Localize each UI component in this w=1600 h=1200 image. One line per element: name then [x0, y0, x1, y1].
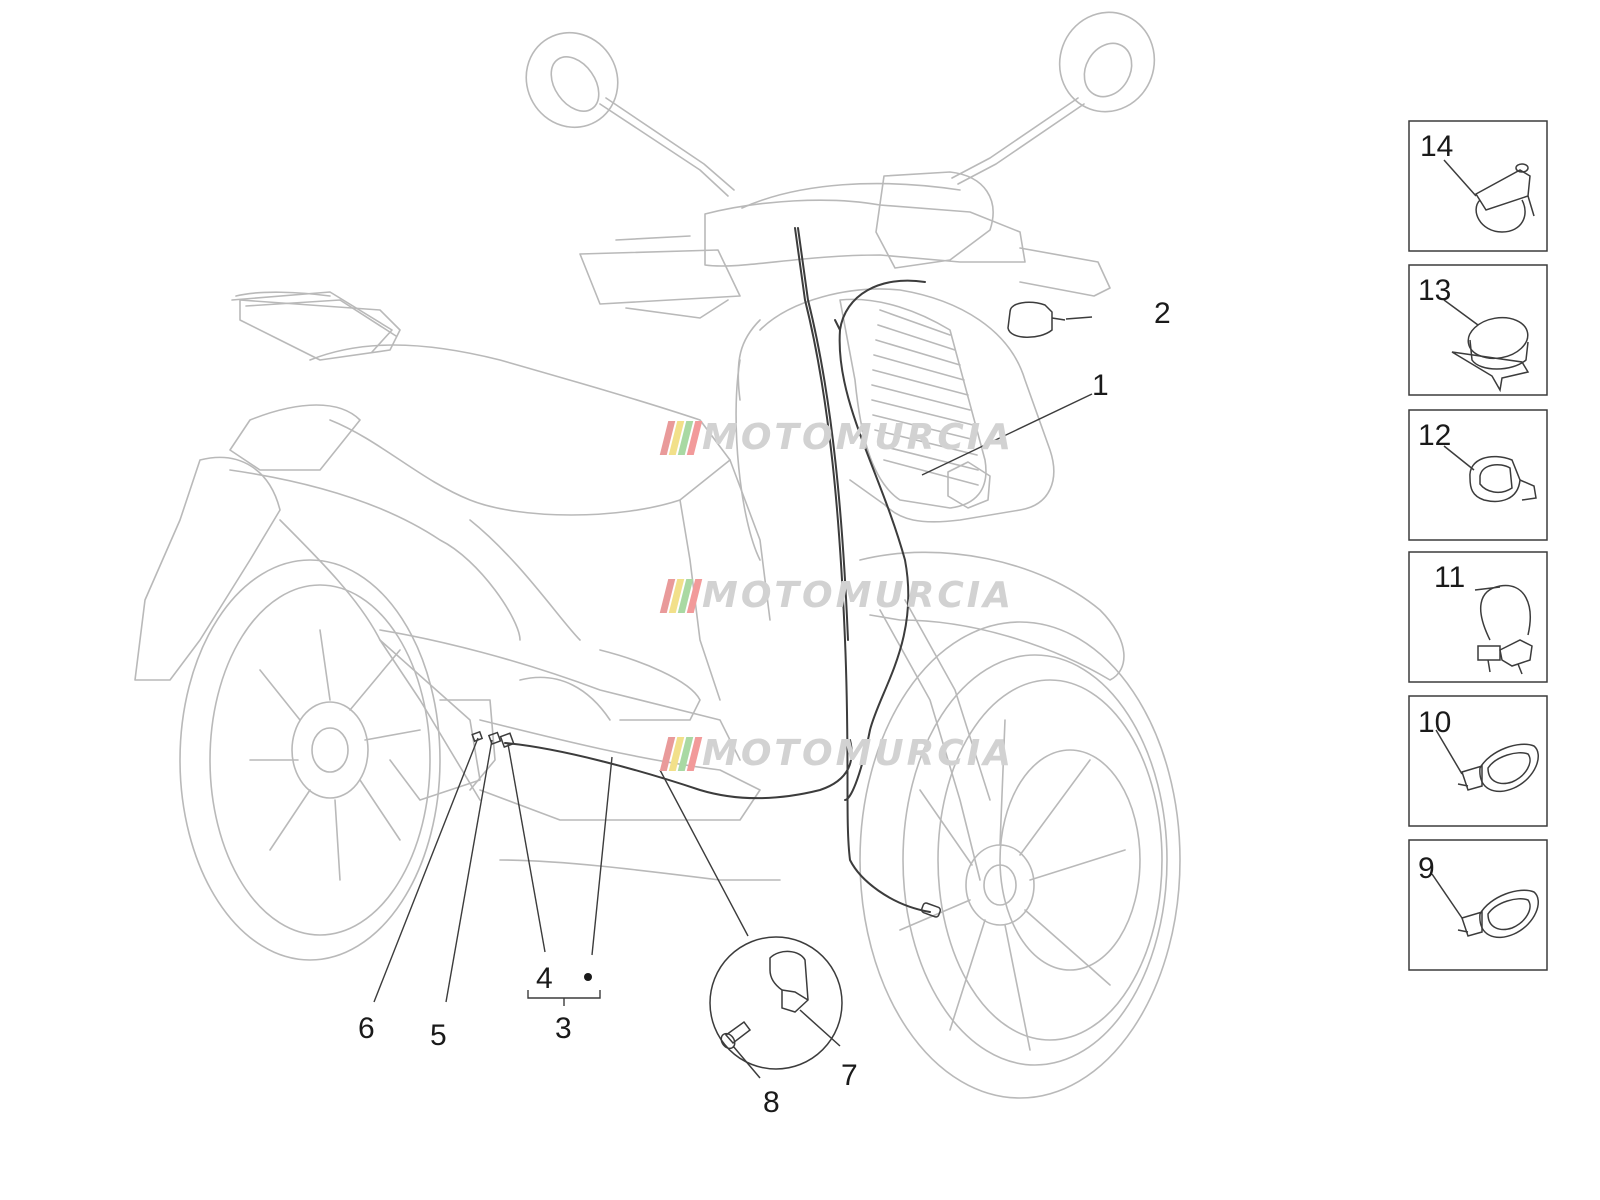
front-shield	[735, 288, 1055, 561]
callout-13: 13	[1418, 274, 1451, 307]
callout-8: 8	[763, 1086, 780, 1119]
callout-1: 1	[1092, 369, 1109, 402]
callout-dot	[584, 973, 592, 981]
rear-rack	[231, 291, 397, 353]
detail-circle	[709, 936, 843, 1079]
watermark-text: MOTOMURCIA	[702, 575, 1015, 616]
part-13-ring	[1451, 316, 1530, 393]
watermark-logo-stripes	[659, 737, 703, 771]
speedometer-cable	[794, 227, 931, 913]
rear-wheel	[179, 559, 496, 961]
callout-4: 4	[536, 962, 553, 995]
watermark-text: MOTOMURCIA	[702, 733, 1015, 774]
callout-11: 11	[1434, 561, 1465, 594]
watermark-1: MOTOMURCIA	[659, 417, 1015, 458]
watermark-logo-stripes	[659, 579, 703, 613]
part-8-bolt	[724, 1020, 752, 1045]
watermark-2: MOTOMURCIA	[659, 575, 1015, 616]
legend-box-12	[1408, 409, 1548, 541]
legend-box-9	[1408, 839, 1548, 971]
front-wheel	[859, 621, 1181, 1099]
legend-box-14	[1408, 120, 1548, 252]
part-10-band	[1457, 743, 1539, 793]
legend-box-13	[1408, 264, 1548, 396]
front-fender	[859, 551, 1125, 881]
handlebar	[579, 171, 1111, 319]
cable-end-parts	[471, 730, 515, 748]
callout-6: 6	[358, 1012, 375, 1045]
callout-9: 9	[1418, 852, 1435, 885]
part-7-bracket	[769, 950, 809, 1013]
cables	[504, 227, 931, 913]
legend-box-10	[1408, 695, 1548, 827]
part-2-clip	[1007, 301, 1066, 338]
watermark-text: MOTOMURCIA	[702, 417, 1015, 458]
part-9-band	[1457, 889, 1539, 939]
left-mirror	[525, 31, 735, 197]
callout-10: 10	[1418, 706, 1451, 739]
right-mirror	[951, 11, 1156, 185]
callout-14: 14	[1420, 130, 1453, 163]
callout-12: 12	[1418, 419, 1451, 452]
part-14-clamp	[1474, 163, 1535, 233]
part-11-band	[1477, 584, 1533, 675]
part-12-ring	[1469, 455, 1537, 503]
watermark-logo-stripes	[659, 421, 703, 455]
callout-2: 2	[1154, 297, 1171, 330]
watermark-3: MOTOMURCIA	[659, 733, 1015, 774]
callout-3: 3	[555, 1012, 572, 1045]
leader-lines	[373, 316, 1093, 1006]
legend-column	[1408, 120, 1548, 971]
cable-upper-loop	[838, 279, 926, 801]
scooter-outline	[134, 11, 1181, 1099]
cable-lower-run	[504, 739, 853, 800]
callout-7: 7	[841, 1059, 858, 1092]
callout-labels: 1 2 3 4 5 6 7 8 9 10 11 12 13 14	[358, 130, 1465, 1119]
legend-box-11	[1408, 551, 1548, 683]
callout-5: 5	[430, 1019, 447, 1052]
